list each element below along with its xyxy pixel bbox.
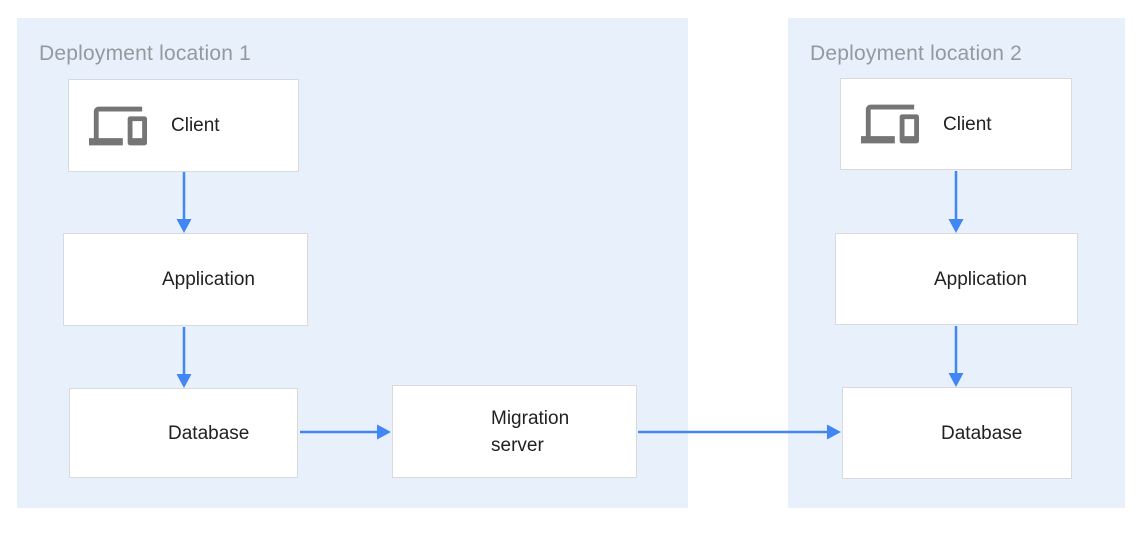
application-node-location2: Application: [835, 233, 1078, 325]
node-label: Database: [168, 422, 250, 444]
node-label: Application: [934, 268, 1027, 290]
node-label: Application: [162, 269, 255, 290]
database-node-location1: Database: [69, 388, 298, 478]
node-label: Database: [941, 422, 1023, 444]
devices-icon: [89, 97, 147, 155]
arrow-database1-to-migration-server: [300, 424, 391, 440]
migration-server-node: Migration server: [392, 385, 637, 478]
application-node-location1: Application: [63, 233, 308, 326]
node-label: Migration server: [491, 407, 570, 456]
devices-icon: [861, 95, 919, 153]
database-node-location2: Database: [842, 387, 1072, 479]
deployment-location-1-title: Deployment location 1: [39, 42, 251, 65]
node-label: Client: [943, 113, 992, 135]
arrow-application1-to-database1: [176, 327, 192, 388]
client-node-location1: Client: [68, 79, 299, 172]
arrow-application2-to-database2: [948, 326, 964, 387]
deployment-location-2-title: Deployment location 2: [810, 42, 1022, 65]
node-label: Client: [171, 115, 220, 136]
arrow-migration-server-to-database2: [638, 424, 841, 440]
arrow-client2-to-application2: [948, 171, 964, 233]
arrow-client1-to-application1: [176, 172, 192, 233]
client-node-location2: Client: [840, 78, 1072, 170]
